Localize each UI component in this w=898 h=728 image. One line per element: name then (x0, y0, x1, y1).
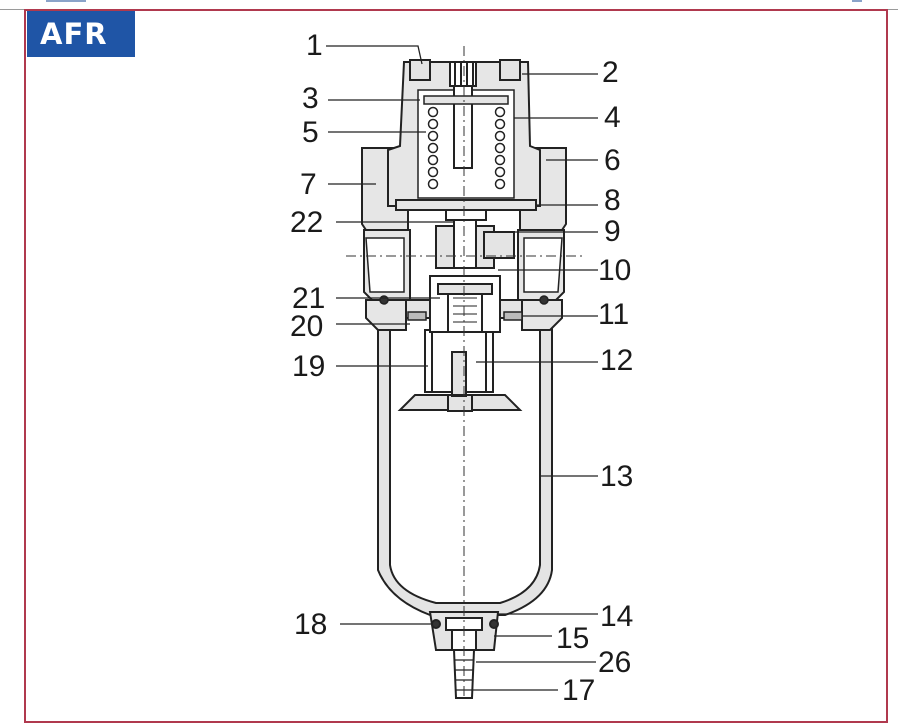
callout-11: 11 (598, 298, 629, 331)
adjusting-screw (409, 59, 521, 169)
callout-26: 26 (598, 646, 631, 679)
callout-12: 12 (600, 344, 633, 377)
callout-18: 18 (294, 608, 327, 641)
callout-9: 9 (604, 215, 621, 248)
regulator-spring (423, 95, 509, 190)
model-badge: AFR (27, 11, 135, 57)
callout-21: 21 (292, 282, 325, 315)
callout-13: 13 (600, 460, 633, 493)
centerlines (346, 46, 584, 700)
callout-14: 14 (600, 600, 633, 633)
callout-19: 19 (292, 350, 325, 383)
callout-5: 5 (302, 116, 319, 149)
callout-1: 1 (306, 29, 323, 62)
callout-15: 15 (556, 622, 589, 655)
baffle (397, 394, 523, 412)
top-strip-mark (852, 0, 862, 2)
callout-8: 8 (604, 184, 621, 217)
callout-4: 4 (604, 101, 621, 134)
callout-10: 10 (598, 254, 631, 287)
leader-lines (326, 45, 598, 691)
callout-20: 20 (290, 310, 323, 343)
top-strip-mark (46, 0, 86, 2)
filter-element (420, 329, 500, 397)
ports (365, 237, 563, 293)
callout-3: 3 (302, 82, 319, 115)
callout-22: 22 (290, 206, 323, 239)
callout-6: 6 (604, 144, 621, 177)
callout-7: 7 (300, 168, 317, 201)
diaphragm (395, 199, 537, 221)
callout-numbers: 1 2 3 4 5 6 7 8 22 9 10 21 11 20 12 19 1… (290, 29, 633, 707)
callout-2: 2 (602, 56, 619, 89)
callout-17: 17 (562, 674, 595, 707)
valve-assembly (429, 219, 515, 333)
